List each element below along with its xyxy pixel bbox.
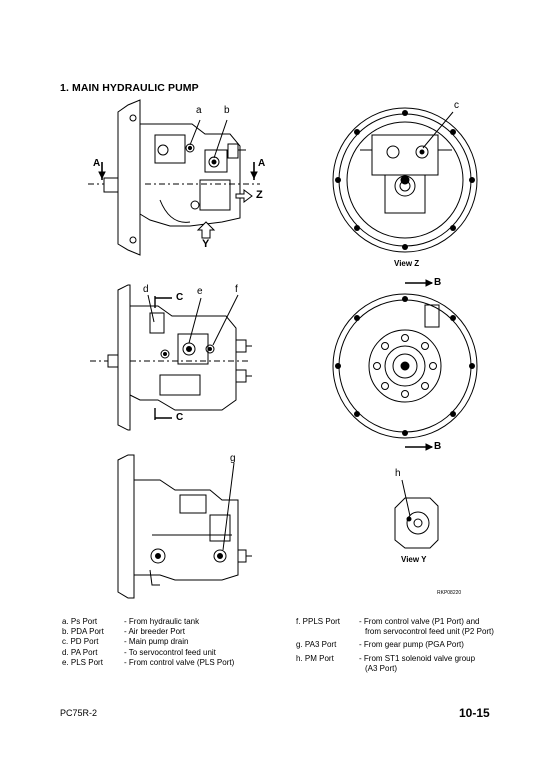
legend-row: g. PA3 Port- From gear pump (PGA Port): [296, 640, 464, 650]
legend-row-continued: from servocontrol feed unit (P2 Port): [365, 627, 494, 637]
view-mark-y: Y: [202, 238, 210, 250]
drawing-reference-code: RKP08220: [437, 590, 462, 596]
callout-g: g: [230, 453, 236, 464]
view-y: [394, 479, 439, 549]
callout-e: e: [197, 286, 203, 297]
port-legend-right: f. PPLS Port- From control valve (P1 Por…: [296, 617, 494, 674]
section-mark-b-top: B: [434, 277, 442, 288]
callout-b: b: [224, 105, 230, 116]
side-view-middle: [90, 284, 252, 431]
section-mark-a-right: A: [258, 158, 266, 169]
view-mark-z: Z: [256, 189, 263, 201]
callout-c: c: [454, 100, 459, 111]
footer-model: PC75R-2: [60, 708, 98, 718]
legend-row: c. PD Port- Main pump drain: [62, 637, 189, 647]
section-mark-c-top: C: [176, 292, 184, 303]
legend-row: f. PPLS Port- From control valve (P1 Por…: [296, 617, 480, 626]
callout-f: f: [235, 284, 238, 295]
port-legend-left: a. Ps Port- From hydraulic tank b. PDA P…: [62, 617, 234, 668]
legend-row-continued: (A3 Port): [365, 663, 398, 673]
legend-row: d. PA Port- To servocontrol feed unit: [62, 647, 216, 657]
section-mark-b-bottom: B: [434, 441, 442, 452]
page-title: 1. MAIN HYDRAULIC PUMP: [60, 82, 199, 94]
view-y-label: View Y: [401, 555, 427, 564]
side-view-bottom: [117, 454, 252, 599]
section-mark-a-left: A: [93, 158, 101, 169]
section-mark-c-bottom: C: [176, 412, 184, 423]
section-b: [332, 279, 478, 451]
legend-row: b. PDA Port- Air breeder Port: [62, 627, 185, 637]
view-z-label: View Z: [394, 259, 420, 268]
side-view-top: [88, 99, 260, 256]
legend-row: a. Ps Port- From hydraulic tank: [62, 617, 200, 626]
callout-d: d: [143, 284, 149, 295]
legend-row: e. PLS Port- From control valve (PLS Por…: [62, 657, 235, 667]
callout-a: a: [196, 105, 202, 116]
view-z: [332, 107, 478, 253]
callout-h: h: [395, 468, 401, 479]
page-number: 10-15: [459, 706, 490, 720]
legend-row: h. PM Port- From ST1 solenoid valve grou…: [296, 653, 476, 663]
